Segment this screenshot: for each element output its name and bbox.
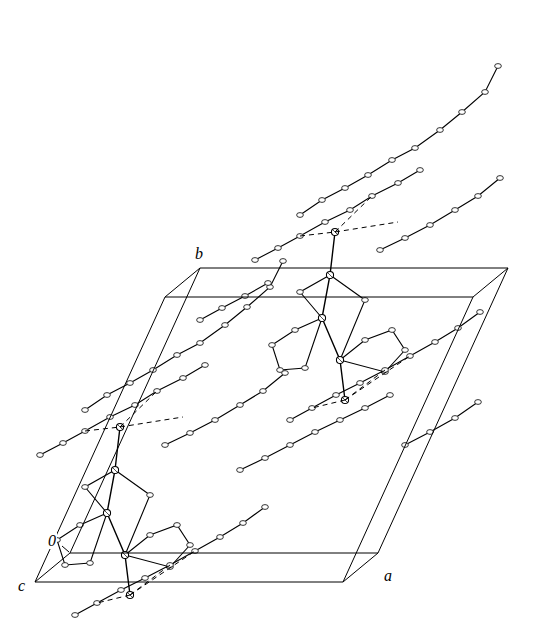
axis-label: b [194, 246, 204, 262]
axis-label: c [17, 578, 26, 594]
unit-cell [35, 268, 508, 582]
axis-label: a [383, 568, 393, 584]
origin-label: 0 [47, 533, 57, 549]
